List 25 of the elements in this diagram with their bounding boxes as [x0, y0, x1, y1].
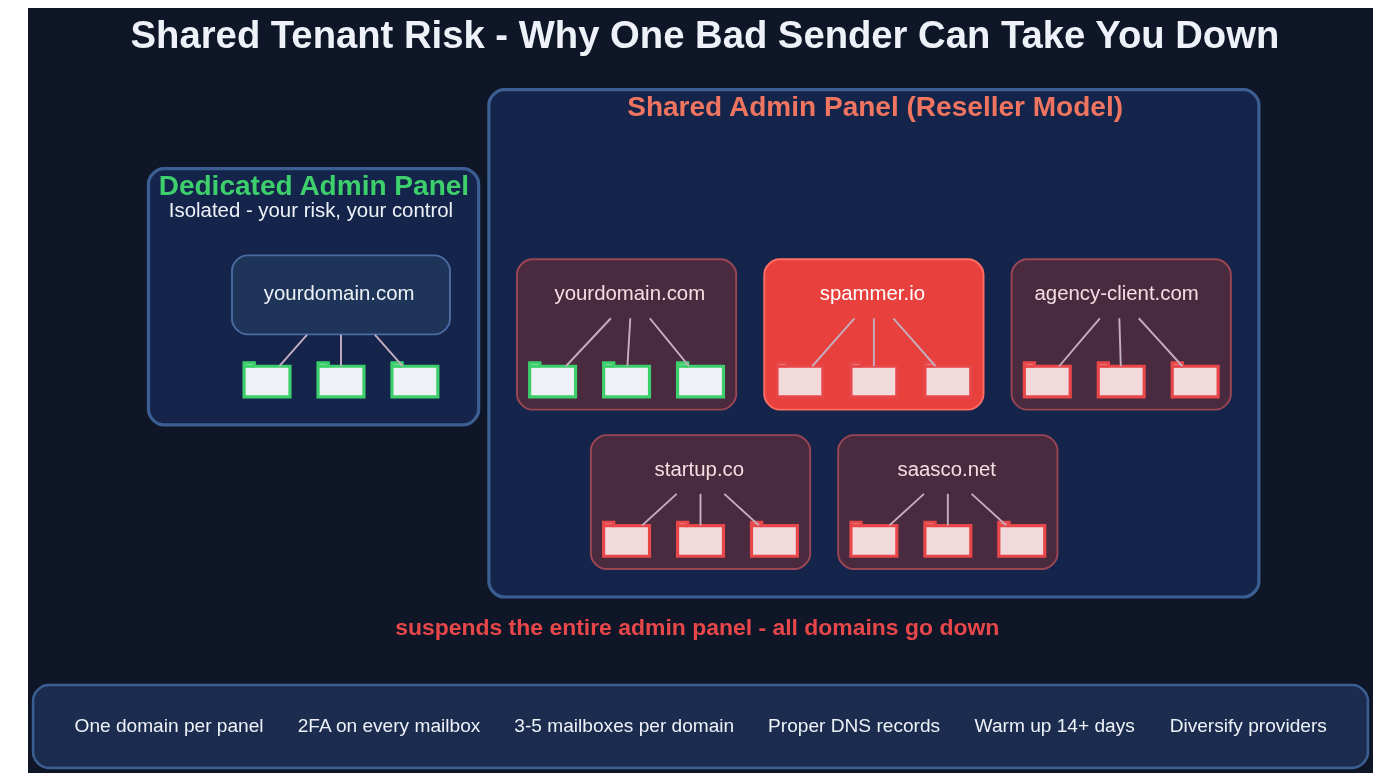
- cluster: [1010, 258, 1232, 411]
- cluster: [762, 258, 984, 411]
- connector: [810, 317, 855, 368]
- cluster: [589, 434, 811, 570]
- connector: [699, 492, 701, 527]
- connector: [888, 492, 925, 527]
- node-text: startup.co: [654, 457, 744, 480]
- connector: [339, 333, 342, 368]
- connector: [1117, 317, 1122, 368]
- connector: [946, 492, 949, 527]
- connector: [625, 317, 631, 368]
- node-text: agency-client.com: [1034, 281, 1199, 304]
- connector: [872, 317, 875, 368]
- node-text: yourdomain.com: [554, 281, 705, 304]
- connector: [640, 492, 678, 527]
- cluster: [836, 434, 1058, 570]
- node-box: yourdomain.com: [230, 254, 451, 336]
- diagram-title: Shared Tenant Risk - Why One Bad Sender Can Take You Down: [130, 12, 1279, 56]
- node-box: One domain per panel 2FA on every mailbox 3-5 mailboxes per domain Proper DNS records Warm up 14+ days Diversify providers: [31, 683, 1369, 770]
- connector: [277, 333, 308, 368]
- node-text: saasco.net: [896, 457, 996, 480]
- connector: [1057, 317, 1101, 368]
- node-label: suspends the entire admin panel - all domains go down: [394, 613, 999, 640]
- node-text: spammer.io: [819, 281, 925, 304]
- connector: [564, 317, 612, 368]
